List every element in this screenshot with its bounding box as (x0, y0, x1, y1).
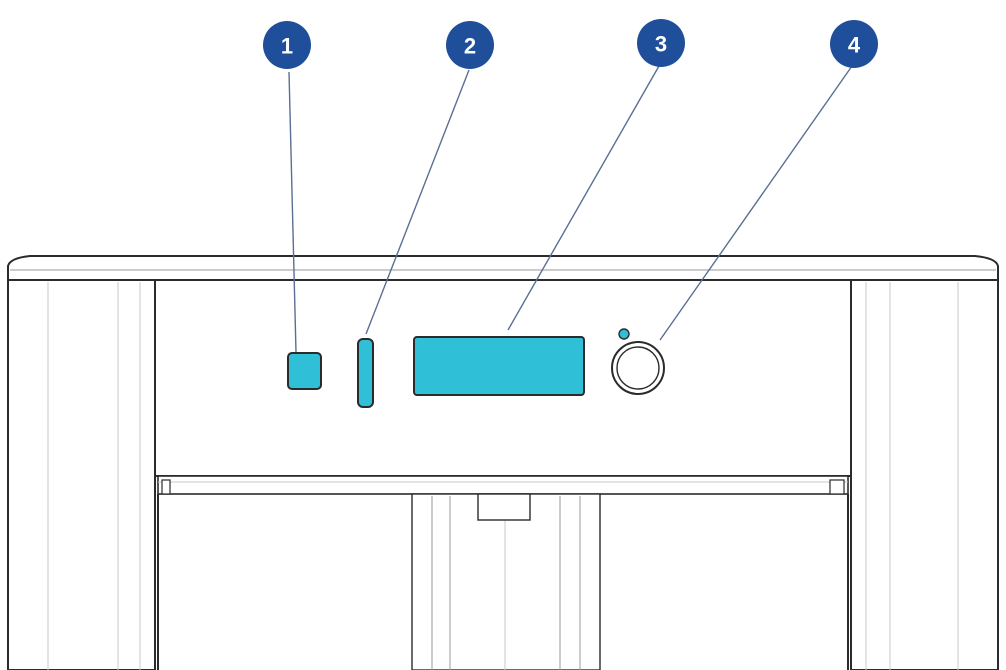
svg-text:3: 3 (655, 32, 667, 57)
callout-leader-4 (659, 65, 853, 341)
led-light-bar (357, 338, 374, 408)
callout-badge-2: 2 (446, 21, 494, 69)
device-top-lid (7, 255, 999, 281)
device-left-frame (7, 279, 156, 670)
control-knob (611, 328, 665, 395)
svg-text:2: 2 (464, 34, 476, 59)
square-button (287, 352, 322, 390)
svg-text:1: 1 (281, 34, 293, 59)
knob-indicator-dot (618, 328, 630, 340)
display-screen (413, 336, 585, 396)
callout-badge-3: 3 (637, 19, 685, 67)
callout-badge-4: 4 (830, 20, 878, 68)
svg-text:4: 4 (848, 33, 861, 58)
callout-leader-1 (288, 71, 297, 353)
callout-leader-2 (365, 69, 470, 335)
print-chamber (157, 479, 849, 670)
device-right-frame (850, 279, 999, 670)
callout-leader-3 (507, 65, 660, 331)
callout-badge-1: 1 (263, 21, 311, 69)
